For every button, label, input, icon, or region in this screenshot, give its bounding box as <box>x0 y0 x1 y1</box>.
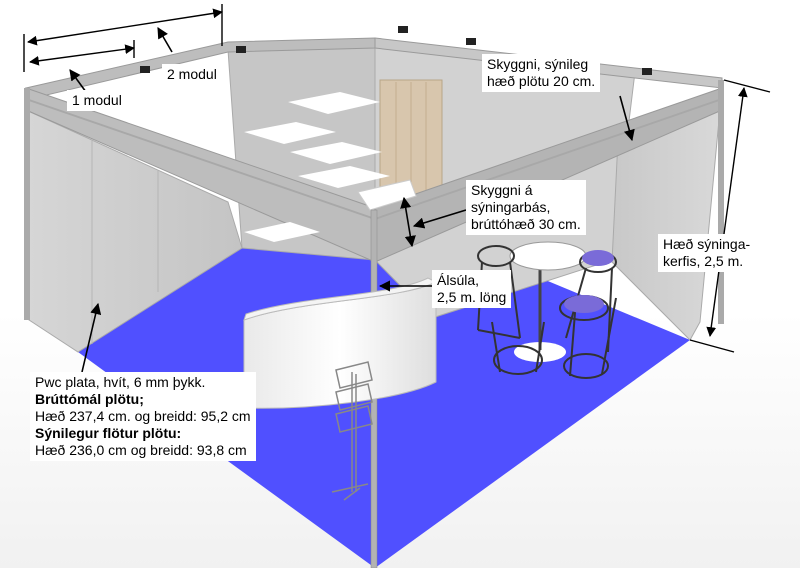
ceiling-light-3 <box>290 142 382 164</box>
label-system-height: Hæð sýninga- kerfis, 2,5 m. <box>658 234 756 272</box>
spot-lamps <box>140 26 652 75</box>
label-fascia: Skyggni, sýnileg hæð plötu 20 cm. <box>482 54 601 92</box>
ceiling-light-4 <box>298 166 390 188</box>
ceiling-light-2 <box>244 122 336 144</box>
corner-post-left <box>24 88 30 320</box>
booth-floor <box>78 230 690 568</box>
label-2-modul: 2 modul <box>162 64 222 85</box>
dimension-lines <box>23 4 771 353</box>
canopy-box <box>357 179 417 211</box>
brochure-stand <box>331 361 373 501</box>
label-post: Álsúla, 2,5 m. löng <box>432 270 512 308</box>
corner-post-right <box>718 80 724 324</box>
leader-arrows <box>69 27 635 373</box>
table-and-chairs <box>477 241 617 379</box>
label-1-modul: 1 modul <box>67 90 127 111</box>
ceiling-light-1 <box>288 92 380 114</box>
ceiling-light-5 <box>244 222 320 242</box>
label-panel-specs: Pwc plata, hvít, 6 mm þykk. Brúttómál pl… <box>30 372 256 461</box>
label-canopy: Skyggni á sýningarbás, brúttóhæð 30 cm. <box>466 180 586 235</box>
